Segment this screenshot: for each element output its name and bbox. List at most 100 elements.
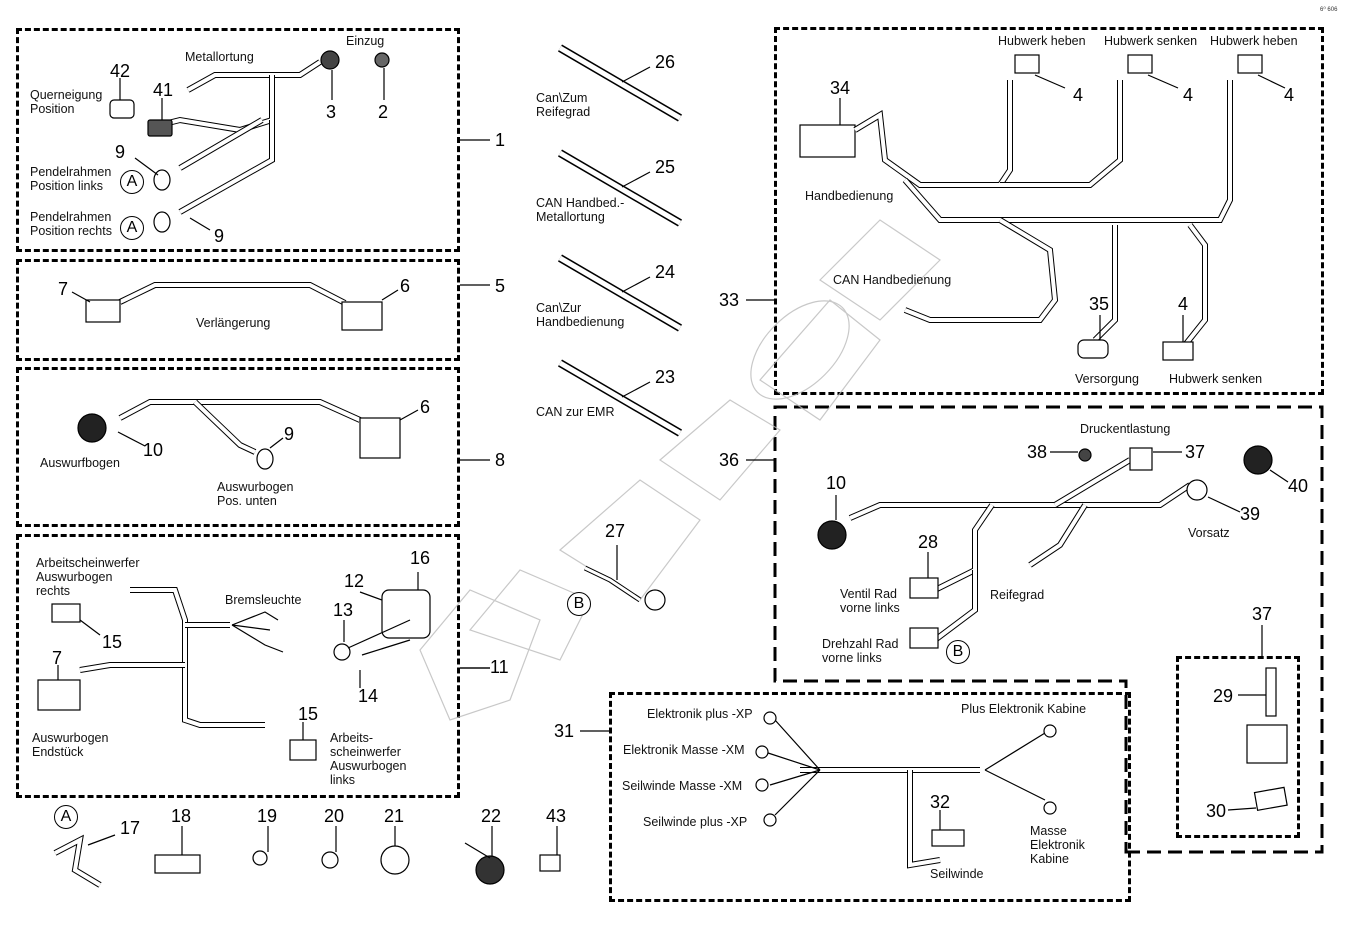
label-elektronik-plus: Elektronik plus -XP <box>647 707 753 721</box>
part-number-13[interactable]: 13 <box>333 600 354 620</box>
group-box-8 <box>16 367 460 527</box>
label-metallortung: Metallortung <box>185 50 254 64</box>
part-number-38[interactable]: 38 <box>1027 442 1048 462</box>
part-number-4[interactable]: 4 <box>1284 85 1295 105</box>
part-number-43[interactable]: 43 <box>546 806 567 826</box>
part-number-1[interactable]: 1 <box>495 130 506 150</box>
label-versorgung: Versorgung <box>1075 372 1139 386</box>
label-hubwerk-heben-1: Hubwerk heben <box>998 34 1086 48</box>
label-handbedienung: Handbedienung <box>805 189 894 203</box>
part-number-4[interactable]: 4 <box>1073 85 1084 105</box>
cable-24 <box>557 254 683 332</box>
part-number-35[interactable]: 35 <box>1089 294 1110 314</box>
part-number-9[interactable]: 9 <box>214 226 225 246</box>
cable-25 <box>557 149 683 227</box>
part-number-19[interactable]: 19 <box>257 806 278 826</box>
part-number-2[interactable]: 2 <box>378 102 389 122</box>
part-number-25[interactable]: 25 <box>655 157 676 177</box>
group-box-37 <box>1176 656 1300 838</box>
part-number-15[interactable]: 15 <box>298 704 319 724</box>
part-number-27[interactable]: 27 <box>605 521 626 541</box>
part-number-42[interactable]: 42 <box>110 61 131 81</box>
part-number-21[interactable]: 21 <box>384 806 405 826</box>
label-auswurbogen-unten: Auswurbogen Pos. unten <box>217 480 294 508</box>
part-number-7[interactable]: 7 <box>58 279 69 299</box>
part-number-34[interactable]: 34 <box>830 78 851 98</box>
label-reifegrad: Reifegrad <box>990 588 1045 602</box>
group-box-5 <box>16 259 460 361</box>
part-number-18[interactable]: 18 <box>171 806 192 826</box>
part-number-30[interactable]: 30 <box>1206 801 1227 821</box>
watermark <box>419 219 941 721</box>
part-number-5[interactable]: 5 <box>495 276 506 296</box>
part-number-37[interactable]: 37 <box>1252 604 1273 624</box>
label-drehzahl-rad: Drehzahl Rad vorne links <box>822 637 899 665</box>
label-ventil-rad: Ventil Rad vorne links <box>840 587 900 615</box>
reference-marker-a: A <box>120 170 144 194</box>
part-number-28[interactable]: 28 <box>918 532 939 552</box>
label-hubwerk-senken-2: Hubwerk senken <box>1169 372 1263 386</box>
part-number-8[interactable]: 8 <box>495 450 506 470</box>
part-number-39[interactable]: 39 <box>1240 504 1261 524</box>
part-number-17[interactable]: 17 <box>120 818 141 838</box>
part-number-16[interactable]: 16 <box>410 548 431 568</box>
label-einzug: Einzug <box>346 34 385 48</box>
reference-marker-b: B <box>567 592 591 616</box>
group-box-36 <box>773 405 1324 854</box>
label-cable-24: Can\Zur Handbedienung <box>536 301 625 329</box>
label-vorsatz: Vorsatz <box>1188 526 1230 540</box>
label-pendel-links: Pendelrahmen Position links <box>30 165 112 193</box>
part-number-36[interactable]: 36 <box>719 450 740 470</box>
part-number-6[interactable]: 6 <box>420 397 431 417</box>
label-verlaengerung: Verlängerung <box>196 316 271 330</box>
part-number-24[interactable]: 24 <box>655 262 676 282</box>
part-number-14[interactable]: 14 <box>358 686 379 706</box>
part-number-4[interactable]: 4 <box>1178 294 1189 314</box>
label-druckentlastung: Druckentlastung <box>1080 422 1171 436</box>
label-seilwinde-plus: Seilwinde plus -XP <box>643 815 748 829</box>
part-number-40[interactable]: 40 <box>1288 476 1309 496</box>
part-number-23[interactable]: 23 <box>655 367 676 387</box>
part-number-10[interactable]: 10 <box>826 473 847 493</box>
part-number-31[interactable]: 31 <box>554 721 575 741</box>
label-arbeitscheinwerfer-links: Arbeits- scheinwerfer Auswurbogen links <box>330 731 407 787</box>
part-number-9[interactable]: 9 <box>115 142 126 162</box>
label-bremsleuchte: Bremsleuchte <box>225 593 302 607</box>
part-number-32[interactable]: 32 <box>930 792 951 812</box>
group-box-31 <box>609 692 1131 902</box>
reference-marker-b: B <box>946 640 970 664</box>
label-cable-23: CAN zur EMR <box>536 405 615 419</box>
group-box-1 <box>16 28 460 252</box>
part-number-41[interactable]: 41 <box>153 80 174 100</box>
label-auswurbogen-endstueck: Auswurbogen Endstück <box>32 731 109 759</box>
part-number-33[interactable]: 33 <box>719 290 740 310</box>
part-number-15[interactable]: 15 <box>102 632 123 652</box>
part-number-37[interactable]: 37 <box>1185 442 1206 462</box>
part-number-6[interactable]: 6 <box>400 276 411 296</box>
part-number-26[interactable]: 26 <box>655 52 676 72</box>
part-number-11[interactable]: 11 <box>490 657 509 677</box>
corner-code: 6⁰ 606 <box>1320 7 1338 13</box>
part-number-29[interactable]: 29 <box>1213 686 1234 706</box>
label-plus-elektronik-kabine: Plus Elektronik Kabine <box>961 702 1087 716</box>
label-cable-26: Can\Zum Reifegrad <box>536 91 591 119</box>
reference-marker-a: A <box>120 216 144 240</box>
part-number-12[interactable]: 12 <box>344 571 365 591</box>
label-can-handbedienung: CAN Handbedienung <box>833 273 952 287</box>
group-box-11 <box>16 534 460 798</box>
label-arbeitscheinwerfer-rechts: Arbeitscheinwerfer Auswurbogen rechts <box>36 556 140 598</box>
label-masse-elektronik-kabine: Masse Elektronik Kabine <box>1030 824 1085 866</box>
part-number-3[interactable]: 3 <box>326 102 337 122</box>
label-elektronik-masse: Elektronik Masse -XM <box>623 743 745 757</box>
part-number-20[interactable]: 20 <box>324 806 345 826</box>
label-hubwerk-heben-2: Hubwerk heben <box>1210 34 1298 48</box>
reference-marker-a: A <box>54 805 78 829</box>
part-number-10[interactable]: 10 <box>143 440 164 460</box>
label-cable-25: CAN Handbed.- Metallortung <box>536 196 625 224</box>
part-number-22[interactable]: 22 <box>481 806 502 826</box>
label-seilwinde: Seilwinde <box>930 867 984 881</box>
part-number-7[interactable]: 7 <box>52 648 63 668</box>
part-number-9[interactable]: 9 <box>284 424 295 444</box>
part-number-4[interactable]: 4 <box>1183 85 1194 105</box>
